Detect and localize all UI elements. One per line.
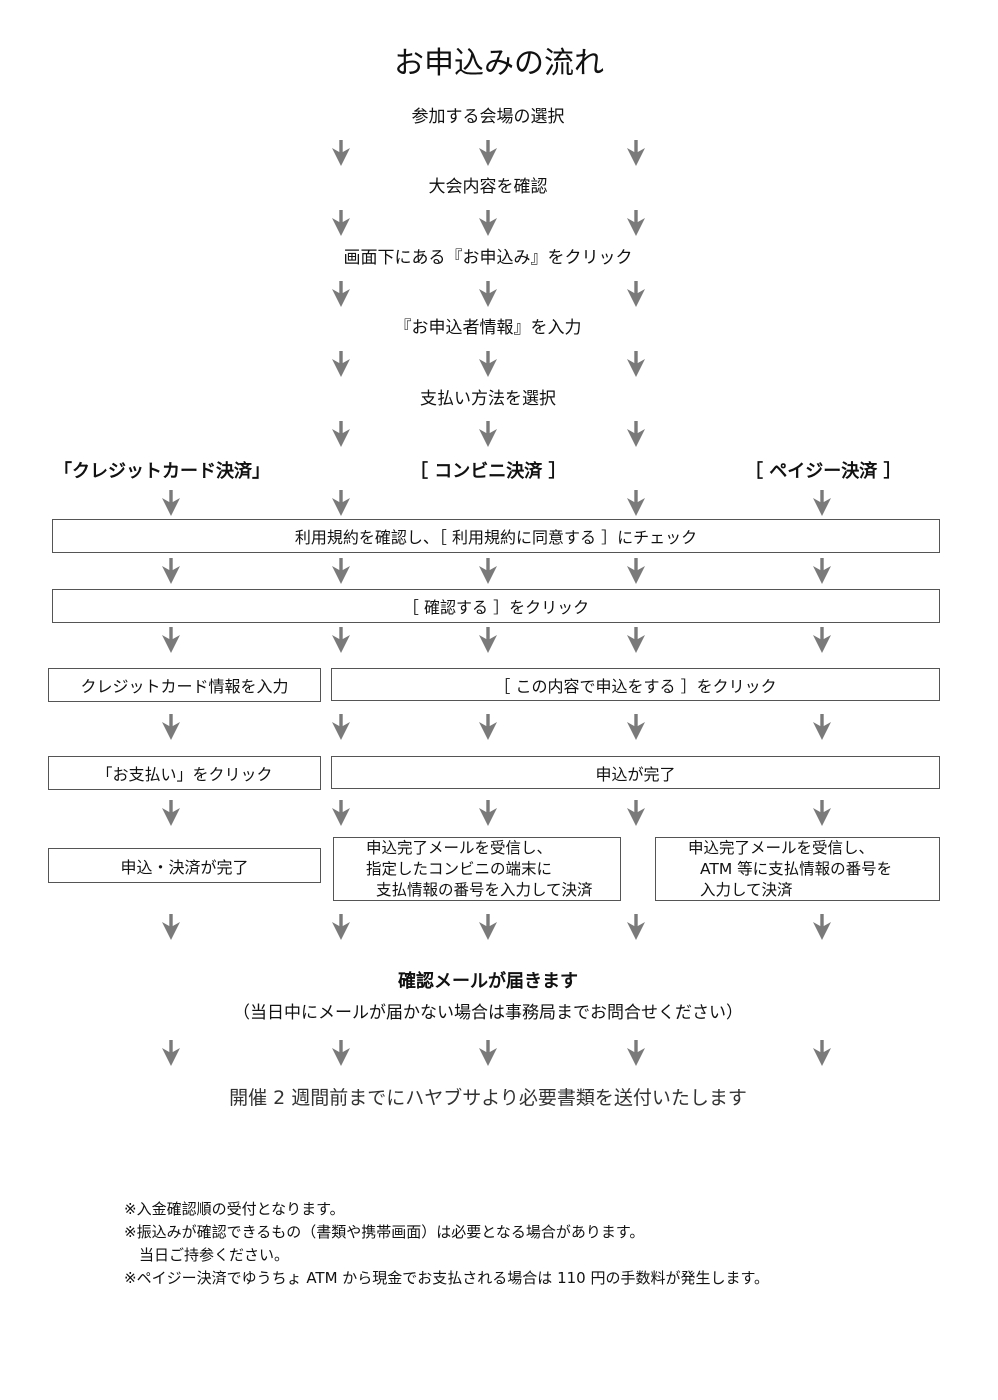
confirm-mail-heading: 確認メールが届きます <box>398 971 578 992</box>
step-check-contents: 大会内容を確認 <box>428 177 548 197</box>
down-arrow-icon <box>626 1040 646 1066</box>
down-arrow-icon <box>626 914 646 940</box>
down-arrow-icon <box>331 351 351 377</box>
documents-sent-message: 開催 2 週間前までにハヤブサより必要書類を送付いたします <box>229 1087 747 1109</box>
down-arrow-icon <box>161 914 181 940</box>
down-arrow-icon <box>478 914 498 940</box>
confirm-click-text: ［ 確認する ］をクリック <box>402 598 590 617</box>
down-arrow-icon <box>478 140 498 166</box>
apply-click-box: ［ この内容で申込をする ］をクリック <box>331 668 940 701</box>
page-title: お申込みの流れ <box>394 46 604 81</box>
convenience-done-box: 申込完了メールを受信し、 指定したコンビニの端末に 支払情報の番号を入力して決済 <box>333 837 621 901</box>
down-arrow-icon <box>626 627 646 653</box>
down-arrow-icon <box>478 558 498 584</box>
down-arrow-icon <box>161 1040 181 1066</box>
payeasy-done-box: 申込完了メールを受信し、 ATM 等に支払情報の番号を 入力して決済 <box>655 837 940 901</box>
down-arrow-icon <box>478 800 498 826</box>
down-arrow-icon <box>626 421 646 447</box>
down-arrow-icon <box>478 421 498 447</box>
down-arrow-icon <box>478 627 498 653</box>
note-3: 当日ご持参ください。 <box>124 1246 290 1264</box>
method-convenience-store: ［ コンビニ決済 ］ <box>410 461 567 482</box>
down-arrow-icon <box>626 210 646 236</box>
down-arrow-icon <box>812 914 832 940</box>
convenience-line-3: 支払情報の番号を入力して決済 <box>376 880 593 899</box>
method-credit-card: 「クレジットカード決済」 <box>54 461 270 482</box>
confirm-click-box: ［ 確認する ］をクリック <box>52 589 940 623</box>
down-arrow-icon <box>161 558 181 584</box>
credit-done-text: 申込・決済が完了 <box>120 857 249 877</box>
down-arrow-icon <box>478 281 498 307</box>
down-arrow-icon <box>626 281 646 307</box>
step-enter-applicant: 『お申込者情報』を入力 <box>394 318 582 338</box>
down-arrow-icon <box>812 558 832 584</box>
down-arrow-icon <box>331 714 351 740</box>
step-select-venue: 参加する会場の選択 <box>411 107 565 127</box>
payeasy-line-2: ATM 等に支払情報の番号を <box>700 859 893 878</box>
card-info-box: クレジットカード情報を入力 <box>48 668 321 702</box>
down-arrow-icon <box>331 800 351 826</box>
down-arrow-icon <box>478 1040 498 1066</box>
payeasy-line-1: 申込完了メールを受信し、 <box>688 838 875 857</box>
down-arrow-icon <box>812 490 832 516</box>
convenience-line-2: 指定したコンビニの端末に <box>366 859 553 878</box>
down-arrow-icon <box>161 714 181 740</box>
down-arrow-icon <box>478 714 498 740</box>
down-arrow-icon <box>161 800 181 826</box>
down-arrow-icon <box>331 281 351 307</box>
confirm-mail-note: （当日中にメールが届かない場合は事務局までお問合せください） <box>233 1003 743 1023</box>
down-arrow-icon <box>331 421 351 447</box>
card-info-text: クレジットカード情報を入力 <box>80 677 289 696</box>
apply-click-text: ［ この内容で申込をする ］をクリック <box>494 676 777 696</box>
pay-click-box: 「お支払い」をクリック <box>48 756 321 790</box>
down-arrow-icon <box>331 140 351 166</box>
down-arrow-icon <box>161 627 181 653</box>
down-arrow-icon <box>161 490 181 516</box>
down-arrow-icon <box>812 627 832 653</box>
down-arrow-icon <box>812 800 832 826</box>
down-arrow-icon <box>478 210 498 236</box>
terms-agree-text: 利用規約を確認し、［ 利用規約に同意する ］にチェック <box>294 528 698 547</box>
note-4: ※ペイジー決済でゆうちょ ATM から現金でお支払される場合は 110 円の手数… <box>124 1269 769 1287</box>
down-arrow-icon <box>812 1040 832 1066</box>
terms-agree-box: 利用規約を確認し、［ 利用規約に同意する ］にチェック <box>52 519 940 553</box>
down-arrow-icon <box>626 558 646 584</box>
payeasy-line-3: 入力して決済 <box>700 880 793 899</box>
down-arrow-icon <box>331 210 351 236</box>
step-select-payment: 支払い方法を選択 <box>420 389 556 409</box>
credit-done-box: 申込・決済が完了 <box>48 848 321 883</box>
down-arrow-icon <box>478 351 498 377</box>
down-arrow-icon <box>331 490 351 516</box>
down-arrow-icon <box>626 800 646 826</box>
down-arrow-icon <box>626 714 646 740</box>
note-2: ※振込みが確認できるもの（書類や携帯画面）は必要となる場合があります。 <box>124 1223 645 1241</box>
pay-click-text: 「お支払い」をクリック <box>96 765 273 784</box>
step-click-apply: 画面下にある『お申込み』をクリック <box>343 248 633 268</box>
down-arrow-icon <box>626 351 646 377</box>
method-payeasy: ［ ペイジー決済 ］ <box>745 461 902 482</box>
apply-done-box: 申込が完了 <box>331 756 940 789</box>
down-arrow-icon <box>626 140 646 166</box>
down-arrow-icon <box>812 714 832 740</box>
down-arrow-icon <box>626 490 646 516</box>
down-arrow-icon <box>331 627 351 653</box>
convenience-line-1: 申込完了メールを受信し、 <box>366 838 553 857</box>
down-arrow-icon <box>331 558 351 584</box>
down-arrow-icon <box>331 914 351 940</box>
down-arrow-icon <box>331 1040 351 1066</box>
apply-done-text: 申込が完了 <box>595 764 676 784</box>
note-1: ※入金確認順の受付となります。 <box>124 1200 345 1218</box>
